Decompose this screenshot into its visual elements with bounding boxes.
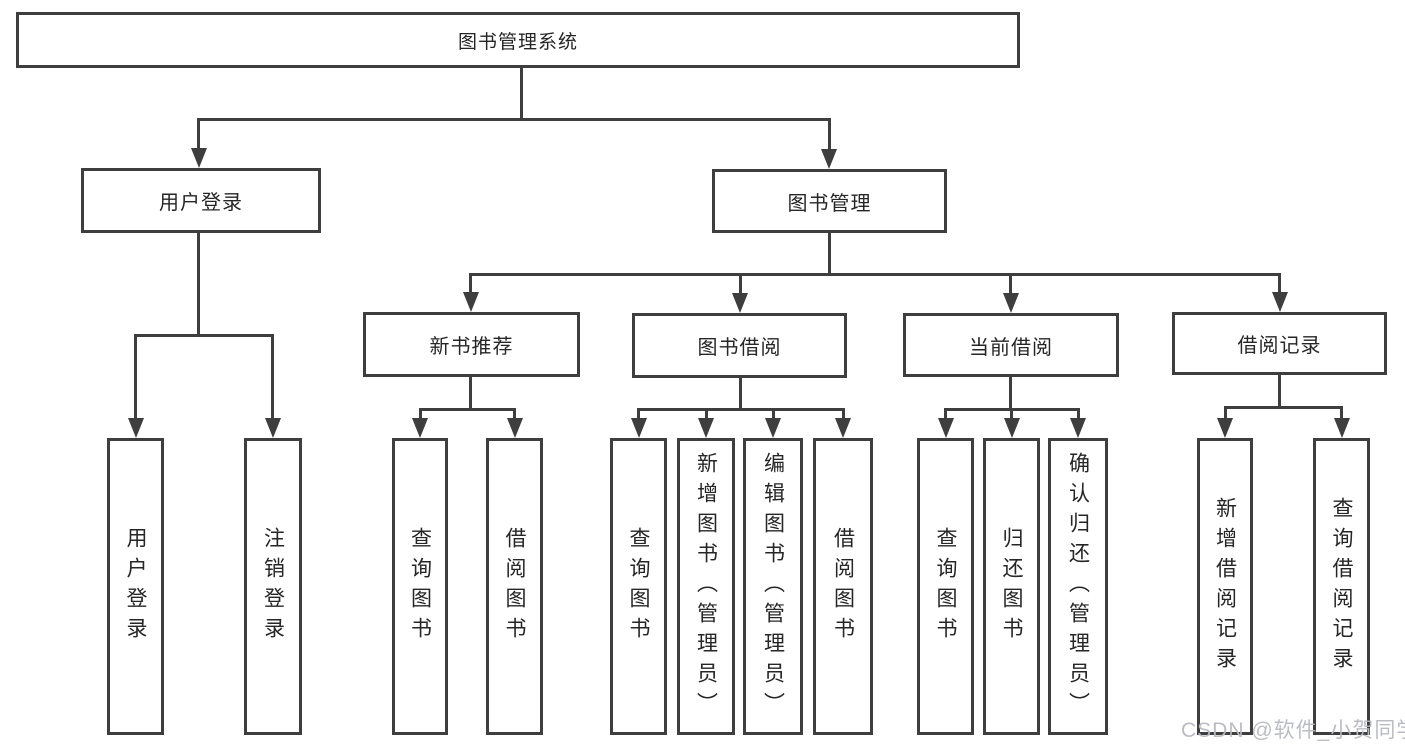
node-label: 查询图书	[408, 526, 432, 647]
connector-line	[944, 408, 947, 418]
connector-line	[419, 408, 422, 418]
node-book-management: 图书管理	[712, 169, 947, 233]
connector-line	[134, 334, 137, 418]
node-library-system: 图书管理系统	[16, 12, 1020, 68]
arrow-down	[265, 418, 281, 438]
node-label: 查询借阅记录	[1330, 496, 1353, 677]
node-borrow-records: 借阅记录	[1172, 312, 1387, 375]
connector-line	[739, 273, 742, 293]
connector-line	[637, 408, 640, 418]
arrow-down	[732, 293, 748, 313]
connector-line	[513, 408, 516, 418]
node-label: 当前借阅	[969, 336, 1053, 359]
arrow-down	[1272, 292, 1288, 312]
arrow-down	[507, 418, 523, 438]
leaf-query-borrow-record: 查询借阅记录	[1313, 438, 1370, 735]
node-current-borrow: 当前借阅	[903, 313, 1119, 377]
connector-line	[1278, 375, 1281, 406]
arrow-down	[1004, 418, 1020, 438]
node-label: 用户登录	[124, 526, 147, 647]
connector-line	[197, 118, 200, 148]
connector-line	[469, 273, 1281, 276]
arrow-down	[765, 418, 781, 438]
connector-line	[271, 334, 274, 418]
leaf-borrow-books-recommend: 借阅图书	[486, 438, 543, 735]
arrow-down	[821, 149, 837, 169]
connector-line	[197, 118, 831, 121]
connector-line	[842, 408, 845, 418]
leaf-borrow-books: 借阅图书	[813, 438, 873, 735]
arrow-down	[1070, 418, 1086, 438]
connector-line	[1077, 408, 1080, 418]
node-label: 用户登录	[159, 192, 243, 214]
node-label: 借阅图书	[831, 526, 855, 647]
leaf-add-book-admin: 新增图书（管理员）	[677, 438, 735, 735]
connector-line	[520, 68, 523, 118]
connector-line	[1009, 377, 1012, 408]
node-label: 图书借阅	[697, 337, 782, 359]
connector-line	[1010, 408, 1013, 418]
arrow-down	[698, 418, 714, 438]
arrow-down	[938, 418, 954, 438]
connector-line	[469, 273, 472, 292]
leaf-return-book: 归还图书	[983, 438, 1040, 735]
node-label: 查询图书	[627, 526, 650, 647]
arrow-down	[1334, 418, 1350, 438]
arrow-down	[128, 418, 144, 438]
node-label: 新增图书（管理员）	[694, 451, 718, 722]
node-label: 图书管理	[787, 192, 872, 215]
node-book-borrow: 图书借阅	[632, 313, 847, 378]
connector-line	[828, 233, 831, 273]
arrow-down	[1003, 293, 1019, 313]
connector-line	[1278, 273, 1281, 292]
node-new-book-recommend: 新书推荐	[363, 312, 580, 377]
connector-line	[197, 233, 200, 334]
arrow-down	[463, 292, 479, 312]
connector-line	[1224, 406, 1227, 418]
arrow-down	[1217, 418, 1233, 438]
arrow-down	[631, 418, 647, 438]
connector-line	[469, 377, 472, 408]
leaf-add-borrow-record: 新增借阅记录	[1197, 438, 1253, 735]
arrow-down	[191, 148, 207, 168]
leaf-confirm-return-admin: 确认归还（管理员）	[1048, 438, 1108, 735]
connector-line	[828, 118, 831, 149]
node-label: 查询图书	[934, 526, 957, 647]
connector-line	[772, 408, 775, 418]
node-label: 归还图书	[1000, 526, 1023, 647]
node-user-login: 用户登录	[81, 168, 321, 233]
leaf-user-login: 用户登录	[107, 438, 164, 735]
node-label: 图书管理系统	[457, 31, 578, 53]
connector-line	[419, 408, 516, 411]
connector-line	[134, 334, 274, 337]
arrow-down	[835, 418, 851, 438]
leaf-logout: 注销登录	[244, 438, 302, 735]
connector-line	[1224, 406, 1342, 409]
connector-line	[739, 378, 742, 408]
node-label: 确认归还（管理员）	[1066, 451, 1090, 722]
leaf-query-books-current: 查询图书	[917, 438, 974, 735]
node-label: 借阅记录	[1237, 335, 1322, 357]
leaf-query-books-recommend: 查询图书	[392, 438, 448, 735]
node-label: 新增借阅记录	[1213, 496, 1237, 677]
connector-line	[705, 408, 708, 418]
node-label: 注销登录	[261, 526, 285, 647]
connector-line	[1340, 406, 1343, 418]
node-label: 新书推荐	[429, 336, 514, 358]
arrow-down	[412, 418, 428, 438]
csdn-watermark: CSDN @软件_小贺同学	[1181, 719, 1405, 742]
node-label: 借阅图书	[503, 526, 526, 647]
connector-line	[1009, 273, 1012, 293]
node-label: 编辑图书（管理员）	[761, 451, 785, 722]
connector-line	[637, 408, 845, 411]
leaf-query-books-borrow: 查询图书	[610, 438, 667, 735]
leaf-edit-book-admin: 编辑图书（管理员）	[743, 438, 803, 735]
